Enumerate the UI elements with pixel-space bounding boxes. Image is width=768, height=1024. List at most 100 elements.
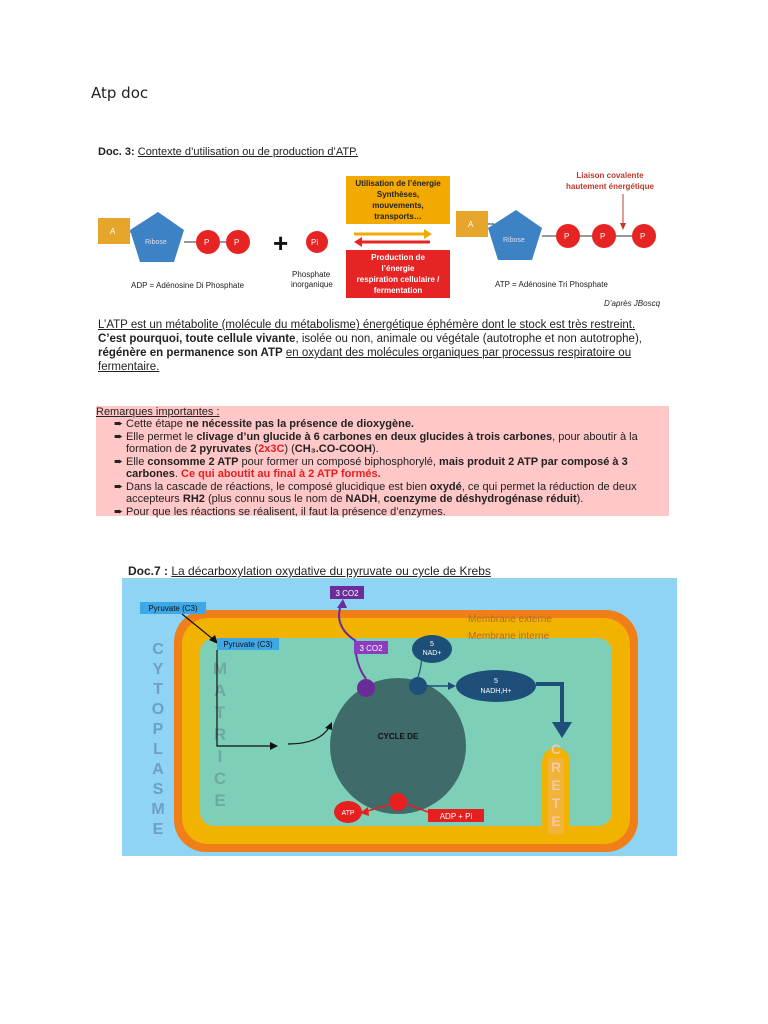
atp-phosphate-1-label: P	[564, 232, 569, 241]
arrow-bullet-icon: ➨	[114, 430, 124, 443]
production-line-1: Production de	[371, 253, 425, 262]
adp-phosphate-1	[196, 230, 220, 254]
cytoplasme-letter: T	[153, 681, 163, 698]
crete-letter: T	[552, 795, 561, 811]
liaison-line-1: Liaison covalente	[576, 171, 644, 180]
atp-ribose-pentagon	[488, 210, 542, 260]
arrow-bullet-icon: ➨	[114, 418, 124, 430]
production-line-2: l’énergie	[382, 264, 415, 273]
membrane-interne-label: Membrane interne	[468, 631, 550, 642]
krebs-diagram: Membrane externe Membrane interne CYTOPL…	[122, 578, 677, 856]
atp-adenine-label: A	[468, 220, 474, 229]
adp-phosphate-1-label: P	[204, 238, 209, 247]
nadh-line-2: NADH,H+	[481, 688, 512, 695]
atp-ribose-label: Ribose	[503, 237, 525, 244]
plus-sign: +	[273, 228, 288, 258]
matrice-letter: T	[215, 703, 226, 722]
pi-label: Pi	[311, 238, 318, 247]
atp-adenine-box	[456, 211, 488, 237]
atp-ellipse	[334, 801, 362, 823]
matrice-letter: M	[213, 659, 227, 678]
adp-adenine-label: A	[110, 227, 116, 236]
atp-node	[389, 793, 407, 811]
pyruvate-arrow	[181, 613, 215, 641]
krebs-cycle-circle	[330, 678, 466, 814]
pi-caption-1: Phosphate	[292, 270, 331, 279]
utilisation-line-4: transports…	[374, 212, 422, 221]
nad-line-2: NAD+	[423, 650, 442, 657]
crete-letter: R	[551, 759, 561, 775]
co2-top-label: 3 CO2	[335, 589, 359, 598]
crete-letter: E	[551, 777, 560, 793]
doc3-section: Doc. 3: Contexte d’utilisation ou de pro…	[96, 140, 676, 380]
atp-phosphate-2	[592, 224, 616, 248]
production-line-4: fermentation	[374, 286, 423, 295]
adp-ribose-label: Ribose	[145, 239, 167, 246]
atp-adp-diagram: A Ribose P P ADP = Adénosine Di Phosphat…	[98, 171, 661, 308]
cytoplasme-letter: E	[153, 821, 164, 838]
remark-item: ➨Elle permet le clivage d’un glucide à 6…	[114, 430, 638, 456]
co2-inner-box	[354, 641, 388, 654]
remarks-box: Remarques importantes : ➨Cette étape ne …	[96, 406, 669, 518]
cytoplasme-letter: S	[153, 781, 164, 798]
production-line-3: respiration cellulaire /	[357, 275, 440, 284]
adp-pi-box	[428, 809, 484, 822]
matrice-letter: I	[218, 747, 223, 766]
matrice-letter: E	[214, 791, 225, 810]
atp-label: ATP	[341, 810, 354, 817]
remark-item: ➨Cette étape ne nécessite pas la présenc…	[114, 418, 414, 430]
atp-phosphate-1	[556, 224, 580, 248]
adp-caption: ADP = Adénosine Di Phosphate	[131, 281, 245, 290]
cytoplasme-letter: C	[152, 641, 164, 658]
remarks-list: ➨Cette étape ne nécessite pas la présenc…	[114, 418, 666, 518]
crete-letter: C	[551, 741, 561, 757]
atp-phosphate-3	[632, 224, 656, 248]
atp-paragraph: L’ATP est un métabolite (molécule du mét…	[98, 319, 642, 373]
cytoplasme-letter: O	[152, 701, 164, 718]
atp-phosphate-2-label: P	[600, 232, 605, 241]
cytoplasme-letter: P	[153, 721, 164, 738]
pyruvate-inner-box	[217, 638, 279, 650]
remark-item: ➨Elle consomme 2 ATP pour former un comp…	[114, 455, 628, 481]
adp-phosphate-2-label: P	[234, 238, 239, 247]
co2-top-box	[330, 586, 364, 599]
co2-node	[357, 679, 375, 697]
pi-caption-2: inorganique	[291, 280, 333, 289]
nadh-line-1: 5	[494, 678, 498, 685]
cytoplasme-letter: Y	[153, 661, 164, 678]
utilisation-line-2: Synthèses,	[377, 190, 419, 199]
atp-phosphate-3-label: P	[640, 232, 645, 241]
matrice-letter: C	[214, 769, 226, 788]
utilisation-line-1: Utilisation de l’énergie	[355, 179, 441, 188]
remark-item: ➨Dans la cascade de réactions, le compos…	[114, 480, 637, 506]
nad-line-1: 5	[430, 641, 434, 648]
liaison-line-2: hautement énergétique	[566, 182, 655, 191]
remarks-title: Remarques importantes :	[96, 406, 220, 418]
production-box	[346, 250, 450, 298]
matrice-letter: A	[214, 681, 226, 700]
pyruvate-inner-label: Pyruvate (C3)	[223, 640, 273, 649]
doc7-title: Doc.7 : La décarboxylation oxydative du …	[128, 564, 491, 578]
cycle-label: CYCLE DE	[378, 732, 419, 741]
pi-circle	[306, 231, 328, 253]
nad-node	[409, 677, 427, 695]
remark-item: ➨Pour que les réactions se réalisent, il…	[114, 505, 446, 518]
page-title: Atp doc	[91, 84, 149, 102]
nadh-arrow	[536, 682, 564, 724]
cytoplasme-letter: M	[151, 801, 164, 818]
doc3-title: Doc. 3: Contexte d’utilisation ou de pro…	[98, 146, 359, 158]
adp-ribose-pentagon	[130, 212, 184, 262]
cytoplasme-letter: L	[153, 741, 163, 758]
arrow-bullet-icon: ➨	[114, 505, 124, 518]
nadh-ellipse	[456, 670, 536, 702]
cytoplasme-letter: A	[152, 761, 164, 778]
atp-caption: ATP = Adénosine Tri Phosphate	[495, 280, 608, 289]
pyruvate-outer-box	[140, 602, 206, 614]
adp-adenine-box	[98, 218, 130, 244]
arrow-bullet-icon: ➨	[114, 455, 124, 468]
membrane-externe-label: Membrane externe	[468, 614, 552, 625]
adp-pi-label: ADP + Pi	[440, 812, 473, 821]
